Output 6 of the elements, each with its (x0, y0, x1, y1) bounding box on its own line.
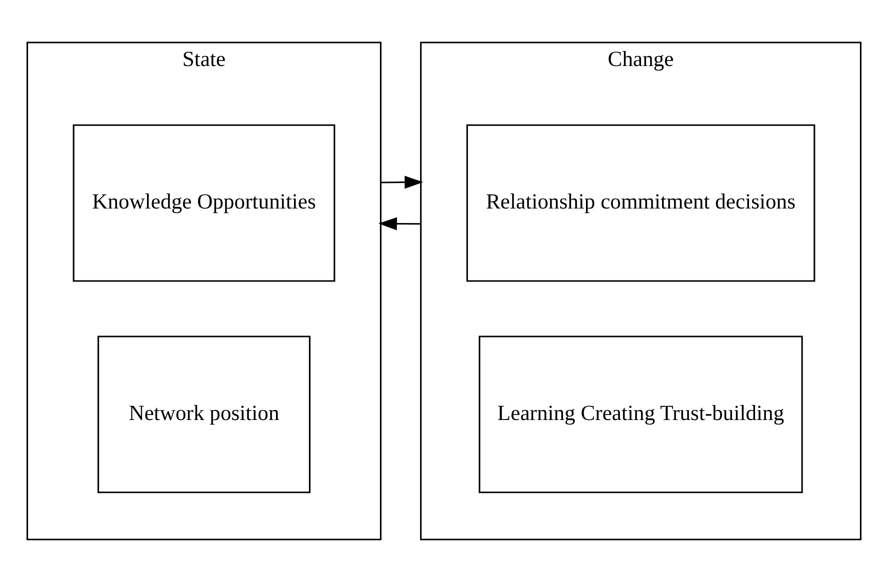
arrow (380, 175, 424, 188)
arrow (378, 216, 421, 230)
node-box: Relationship commitment decisions (466, 124, 816, 282)
node-box: Network position (98, 335, 310, 493)
node-box: Knowledge Opportunities (72, 124, 336, 282)
node-box: Learning Creating Trust-building (478, 335, 803, 493)
